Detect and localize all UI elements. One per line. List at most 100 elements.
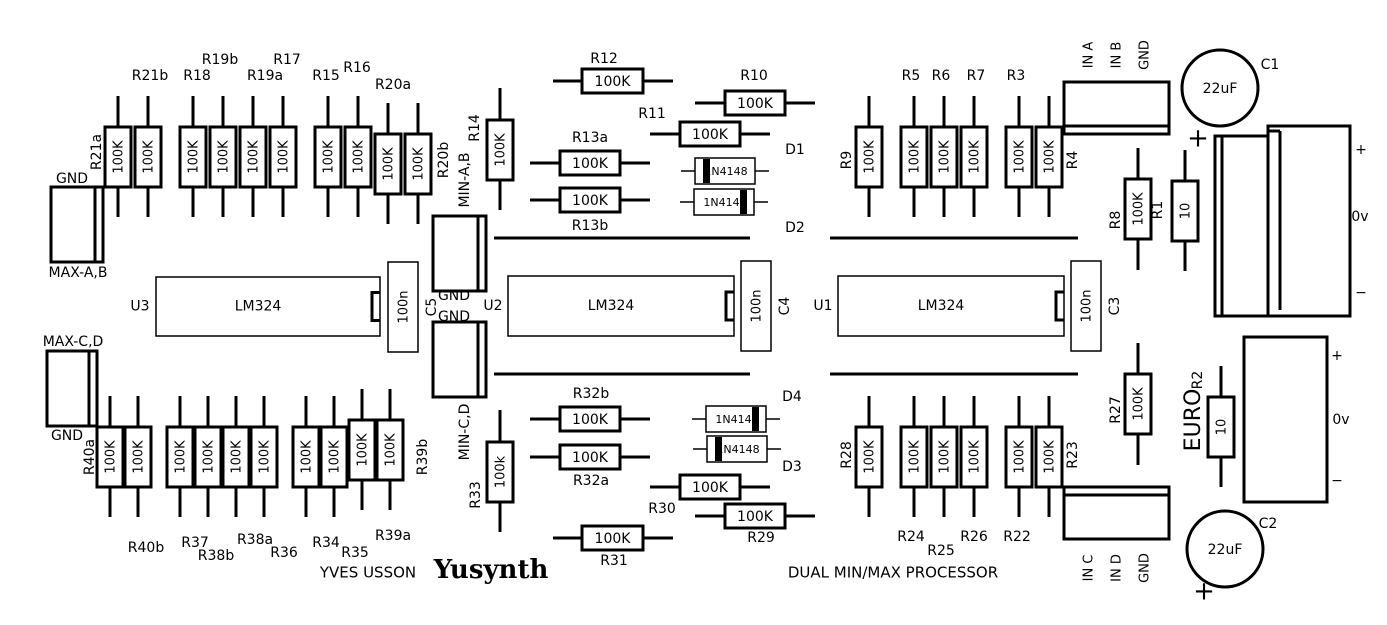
resistor-body — [558, 186, 622, 214]
resistor-value: 100K — [382, 147, 397, 181]
resistor-ref: R15 — [312, 68, 340, 84]
resistor-ref: R21b — [132, 68, 169, 84]
resistor-body — [723, 89, 787, 117]
resistor-ref: R7 — [967, 68, 986, 84]
resistor-body — [1004, 125, 1034, 189]
diode-part: 1N4148 — [715, 413, 758, 426]
resistor-ref: R3 — [1007, 68, 1026, 84]
resistor-value: 100K — [132, 440, 147, 474]
resistor-ref: R14 — [467, 114, 483, 142]
resistor-ref: R28 — [839, 441, 855, 469]
resistor-body — [193, 425, 223, 489]
ic-part: LM324 — [235, 299, 282, 315]
power-body — [1266, 124, 1352, 318]
resistor-body — [678, 120, 742, 148]
resistor-body — [373, 132, 403, 196]
connector-label: MIN-A,B — [457, 152, 473, 207]
resistor-body — [268, 125, 298, 189]
cap-body — [1070, 260, 1102, 352]
resistor-ref: R18 — [183, 68, 211, 84]
resistor-ref: R38b — [198, 548, 235, 564]
resistor-ref: R23 — [1065, 441, 1081, 469]
resistor-value: 100K — [938, 140, 953, 174]
resistor-body — [1034, 425, 1064, 489]
resistor-body — [854, 425, 884, 489]
resistor-value: 100K — [572, 193, 609, 209]
power-housing — [1213, 134, 1272, 318]
resistor-value: 100K — [112, 140, 127, 174]
resistor-body — [580, 524, 645, 552]
connector-pin-label: IN A — [1082, 42, 1097, 69]
ic-ref: U2 — [483, 298, 502, 314]
connector-max-cd — [45, 349, 99, 428]
cap-body — [387, 261, 419, 353]
ic-body — [155, 276, 381, 337]
board-title: DUAL MIN/MAX PROCESSOR — [788, 564, 998, 582]
author-label: YVES USSON — [319, 564, 416, 582]
resistor-body — [959, 425, 989, 489]
resistor-ref: R27 — [1108, 396, 1124, 424]
resistor-body — [485, 440, 515, 504]
ic-part: LM324 — [588, 298, 635, 314]
resistor-r14: 100K R14 — [467, 88, 515, 210]
diode-ref: D1 — [785, 142, 805, 158]
resistor-value: 100K — [174, 440, 189, 474]
resistor-value: 100K — [968, 140, 983, 174]
resistor-value: 100K — [692, 127, 729, 143]
resistor-ref: R8 — [1108, 211, 1124, 230]
ic-part: LM324 — [918, 298, 965, 314]
cap-value: 100n — [397, 290, 412, 323]
resistor-value: 100K — [908, 140, 923, 174]
connector-min-ab — [431, 214, 488, 293]
resistor-ref: R38a — [237, 532, 273, 548]
resistor-value: 100K — [595, 531, 632, 547]
resistor-value: 100K — [494, 133, 509, 167]
diode-cathode-band — [703, 159, 710, 183]
ic-body — [837, 275, 1065, 337]
diode-part: 1N4148 — [703, 196, 746, 209]
resistor-ref: R1 — [1150, 201, 1166, 220]
cap-value: 22uF — [1203, 81, 1238, 97]
connector-pin-label: GND — [1138, 40, 1153, 70]
resistor-value: 100K — [328, 440, 343, 474]
resistor-body — [899, 125, 929, 189]
resistor-body — [1170, 179, 1200, 243]
resistor-ref: R20a — [375, 77, 411, 93]
euro-label: EURO — [1181, 389, 1206, 452]
resistor-body — [1123, 177, 1153, 241]
resistor-body — [123, 425, 153, 489]
resistor-ref: R36 — [270, 545, 298, 561]
ic-ref: U1 — [813, 298, 832, 314]
cap-ref: C5 — [424, 298, 440, 317]
resistor-body — [1206, 395, 1236, 459]
resistor-ref: R11 — [638, 106, 666, 122]
power-pin-label: 0v — [1332, 412, 1349, 428]
resistor-value: 100K — [322, 140, 337, 174]
resistor-ref: R13b — [572, 218, 609, 234]
resistor-ref: R4 — [1065, 151, 1081, 170]
resistor-r20a: 100K R20a — [373, 77, 411, 224]
resistor-body — [178, 125, 208, 189]
resistor-value: 100K — [572, 412, 609, 428]
